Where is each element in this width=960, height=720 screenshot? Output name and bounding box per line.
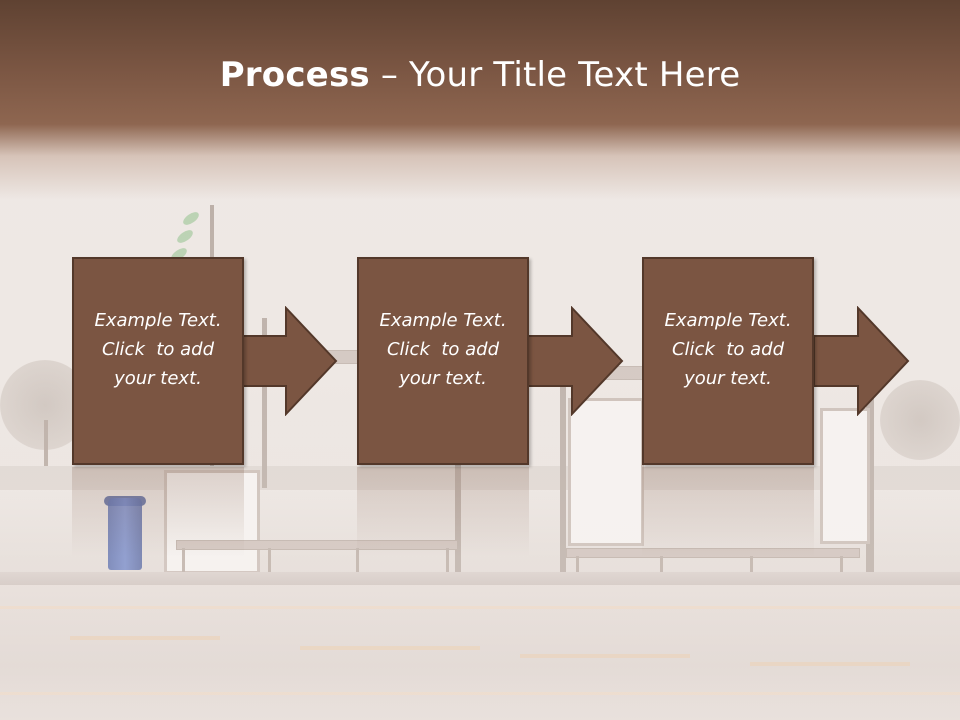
trash-bin bbox=[108, 498, 142, 570]
tree-trunk bbox=[44, 420, 48, 470]
step-line: your text. bbox=[114, 367, 202, 389]
step-line: Example Text. bbox=[664, 309, 792, 331]
process-step-1[interactable]: Example Text. Click to add your text. bbox=[72, 257, 244, 465]
curb bbox=[0, 572, 960, 588]
box-reflection bbox=[72, 467, 244, 557]
ad-panel bbox=[568, 398, 644, 546]
step-line: your text. bbox=[399, 367, 487, 389]
far-street bbox=[0, 466, 960, 494]
lane-marking bbox=[750, 662, 910, 666]
road-line bbox=[0, 606, 960, 609]
bench-leg bbox=[356, 548, 359, 572]
step-text[interactable]: Example Text. Click to add your text. bbox=[83, 306, 233, 393]
shelter-post bbox=[866, 380, 874, 590]
sidewalk bbox=[0, 490, 960, 574]
title-bold: Process bbox=[219, 55, 370, 95]
lane-marking bbox=[70, 636, 220, 640]
slide-title[interactable]: Process – Your Title Text Here bbox=[0, 52, 960, 98]
arrow-shape bbox=[241, 306, 338, 416]
shelter-post bbox=[262, 318, 267, 488]
arrow-shape bbox=[527, 306, 624, 416]
title-rest: – Your Title Text Here bbox=[369, 55, 741, 95]
process-arrow-1[interactable] bbox=[240, 306, 340, 416]
step-text[interactable]: Example Text. Click to add your text. bbox=[368, 306, 518, 393]
bench-leg bbox=[268, 548, 271, 572]
step-line: Example Text. bbox=[94, 309, 222, 331]
bench-leg bbox=[750, 556, 753, 582]
bench-leg bbox=[660, 556, 663, 582]
bench bbox=[566, 548, 860, 558]
bench bbox=[176, 540, 458, 550]
process-arrow-2[interactable] bbox=[526, 306, 626, 416]
step-line: Click to add bbox=[101, 338, 214, 360]
bench-leg bbox=[182, 548, 185, 572]
step-line: your text. bbox=[684, 367, 772, 389]
lane-marking bbox=[520, 654, 690, 658]
bench-leg bbox=[576, 556, 579, 582]
process-step-3[interactable]: Example Text. Click to add your text. bbox=[642, 257, 814, 465]
process-step-2[interactable]: Example Text. Click to add your text. bbox=[357, 257, 529, 465]
step-line: Click to add bbox=[386, 338, 499, 360]
step-line: Example Text. bbox=[379, 309, 507, 331]
header-band bbox=[0, 0, 960, 200]
box-reflection bbox=[357, 467, 529, 557]
bench-leg bbox=[840, 556, 843, 582]
bench-leg bbox=[446, 548, 449, 572]
arrow-shape bbox=[813, 306, 910, 416]
step-line: Click to add bbox=[671, 338, 784, 360]
lane-marking bbox=[300, 646, 480, 650]
step-text[interactable]: Example Text. Click to add your text. bbox=[653, 306, 803, 393]
ad-panel bbox=[820, 408, 870, 544]
ad-panel bbox=[164, 470, 260, 574]
road-line bbox=[0, 692, 960, 695]
process-arrow-3[interactable] bbox=[812, 306, 912, 416]
tree bbox=[880, 380, 960, 460]
box-reflection bbox=[642, 467, 814, 557]
shelter-post bbox=[455, 360, 461, 582]
shelter-post bbox=[560, 376, 566, 584]
